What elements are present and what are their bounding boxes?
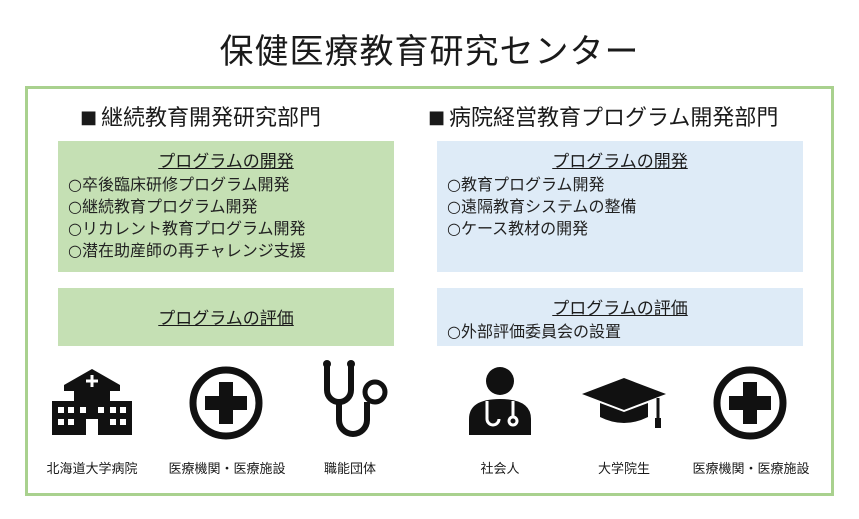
right-dev-list: 教育プログラム開発 遠隔教育システムの整備 ケース教材の開発 [447,174,793,240]
doctor-person-icon [469,367,531,435]
list-item: リカレント教育プログラム開発 [68,218,384,240]
right-dept-heading: ■病院経営教育プログラム開発部門 [428,100,778,132]
graduation-cap-icon [582,378,666,428]
list-item: 継続教育プログラム開発 [68,196,384,218]
caption-working-adults: 社会人 [480,462,520,477]
list-item: 外部評価委員会の設置 [447,321,793,343]
list-item: 卒後臨床研修プログラム開発 [68,174,384,196]
caption-hokkaido-hospital: 北海道大学病院 [46,462,138,477]
caption-professional-org: 職能団体 [323,462,376,477]
left-dev-list: 卒後臨床研修プログラム開発 継続教育プログラム開発 リカレント教育プログラム開発… [68,174,384,262]
left-eval-title: プログラムの評価 [158,309,294,329]
square-bullet-icon: ■ [428,107,446,128]
square-bullet-icon: ■ [80,107,98,128]
list-item: ケース教材の開発 [447,218,793,240]
right-dev-title: プログラムの開発 [552,152,688,172]
left-dept-label: 継続教育開発研究部門 [101,106,322,131]
left-dev-box: プログラムの開発 卒後臨床研修プログラム開発 継続教育プログラム開発 リカレント… [58,141,394,272]
list-item: 教育プログラム開発 [447,174,793,196]
caption-grad-students: 大学院生 [597,462,650,477]
list-item: 遠隔教育システムの整備 [447,196,793,218]
hospital-building-icon [52,369,132,435]
medical-cross-icon [713,366,787,440]
caption-medical-institutions-2: 医療機関・医療施設 [692,462,810,477]
caption-medical-institutions: 医療機関・医療施設 [168,462,286,477]
right-eval-title: プログラムの評価 [552,299,688,319]
right-dev-box: プログラムの開発 教育プログラム開発 遠隔教育システムの整備 ケース教材の開発 [437,141,803,272]
right-dept-label: 病院経営教育プログラム開発部門 [449,106,779,131]
list-item: 潜在助産師の再チャレンジ支援 [68,240,384,262]
left-dev-title: プログラムの開発 [158,152,294,172]
center-frame [25,86,834,496]
left-eval-box: プログラムの評価 [58,288,394,346]
page-title: 保健医療教育研究センター [219,32,640,72]
right-eval-list: 外部評価委員会の設置 [447,321,793,343]
medical-cross-icon [189,366,263,440]
right-eval-box: プログラムの評価 外部評価委員会の設置 [437,288,803,346]
stethoscope-icon [323,360,388,437]
left-dept-heading: ■継続教育開発研究部門 [80,100,321,132]
